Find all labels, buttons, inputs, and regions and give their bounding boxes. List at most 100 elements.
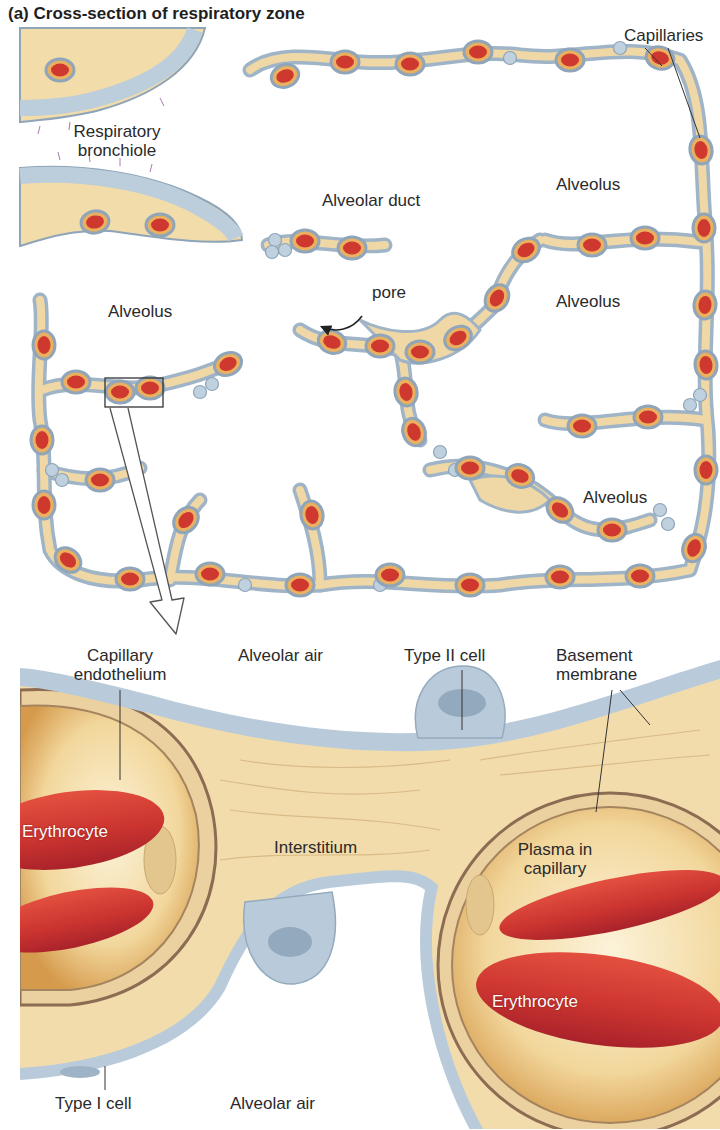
part-label: Alveolus	[583, 488, 673, 507]
part-label: Alveolus	[556, 292, 646, 311]
capillary	[299, 499, 326, 530]
capillary	[268, 61, 302, 91]
capillary-plasma	[452, 807, 720, 1123]
capillary	[688, 134, 715, 165]
capillary	[136, 377, 164, 399]
part-label: Alveolar air	[238, 646, 348, 665]
type-ii-cell	[206, 378, 219, 391]
capillary	[464, 41, 492, 63]
part-label: pore	[372, 283, 422, 302]
zoom-box	[105, 378, 163, 407]
capillary	[146, 214, 174, 236]
capillary	[86, 469, 114, 491]
part-label: Erythrocyte	[22, 822, 132, 841]
capillary	[50, 543, 86, 578]
annotations	[105, 48, 700, 634]
capillary	[598, 519, 626, 541]
part-label: Interstitium	[274, 838, 394, 857]
capillary	[456, 574, 484, 596]
endothelial-nucleus	[466, 875, 494, 935]
erythrocyte	[20, 875, 159, 965]
leader-line	[645, 48, 662, 66]
part-label: Alveolar air	[230, 1094, 340, 1113]
type-ii-cell	[434, 446, 447, 459]
capillary	[331, 51, 359, 73]
pore-arrow	[322, 316, 362, 330]
zoom-arrow	[110, 408, 184, 634]
type-ii-cell	[279, 244, 292, 257]
capillary	[286, 574, 314, 596]
capillary-wall	[438, 793, 720, 1130]
alveolar-wall	[545, 239, 700, 244]
figure-title: (a) Cross-section of respiratory zone	[8, 4, 305, 24]
leader-line	[596, 690, 612, 812]
part-label: Plasma in capillary	[505, 840, 605, 878]
leader-line	[620, 690, 650, 725]
capillary	[542, 493, 578, 528]
type-ii-cell	[194, 386, 207, 399]
type-ii-cell	[269, 234, 282, 247]
septal-tissue	[360, 313, 480, 363]
cell-nucleus	[60, 1066, 100, 1078]
respiratory-bronchiole	[20, 28, 242, 246]
alveolar-air-space	[20, 882, 470, 1130]
type-ii-cell	[266, 246, 279, 259]
part-label: Basement membrane	[556, 646, 666, 684]
type-ii-cell	[56, 474, 69, 487]
capillary	[79, 209, 110, 236]
capillary	[399, 415, 429, 449]
bronchiole-epithelium	[20, 30, 195, 108]
type-ii-cell	[654, 504, 667, 517]
magnified-membrane	[20, 640, 720, 1130]
part-label: Alveolus	[108, 302, 198, 321]
capillary	[406, 341, 434, 363]
leader-line	[462, 670, 463, 730]
part-label: Alveolar duct	[322, 191, 452, 210]
capillary	[33, 331, 55, 359]
bronchiole-wall	[20, 28, 205, 122]
capillary	[106, 381, 134, 403]
part-label: Capillaries	[624, 26, 720, 45]
part-label: Type II cell	[404, 646, 514, 665]
capillary	[693, 290, 717, 320]
capillary	[503, 461, 537, 491]
type-ii-cell	[684, 399, 697, 412]
erythrocyte	[20, 779, 169, 881]
type-i-epithelium	[20, 640, 720, 733]
leader-line	[120, 690, 121, 780]
capillary	[546, 566, 574, 588]
capillary	[694, 350, 718, 380]
type-i-epithelium	[20, 882, 470, 1130]
type-ii-cell	[244, 892, 336, 984]
capillary	[31, 426, 53, 454]
type-ii-cell	[694, 389, 707, 402]
capillary	[211, 348, 246, 380]
capillary	[634, 406, 662, 428]
capillary	[440, 321, 475, 354]
cell-nucleus	[268, 927, 312, 957]
capillary	[396, 53, 424, 75]
leader-line	[668, 48, 700, 138]
capillary	[315, 327, 349, 357]
capillary	[116, 568, 144, 590]
leader-line	[105, 1066, 106, 1090]
capillary	[376, 564, 404, 586]
capillary	[366, 335, 394, 357]
interstitium-core	[545, 239, 700, 244]
part-label: Respiratory bronchiole	[52, 122, 182, 160]
part-label: Erythrocyte	[492, 992, 612, 1011]
part-label: Capillary endothelium	[60, 646, 180, 684]
capillary	[626, 565, 654, 587]
part-label: Type I cell	[55, 1094, 165, 1113]
capillary	[695, 456, 717, 484]
capillary	[393, 376, 420, 407]
bronchiole-epithelium	[20, 175, 236, 238]
alveolar-air-space	[20, 640, 720, 733]
capillary	[291, 230, 319, 252]
erythrocyte	[470, 938, 720, 1062]
capillaries	[31, 41, 718, 596]
capillary	[338, 237, 366, 259]
